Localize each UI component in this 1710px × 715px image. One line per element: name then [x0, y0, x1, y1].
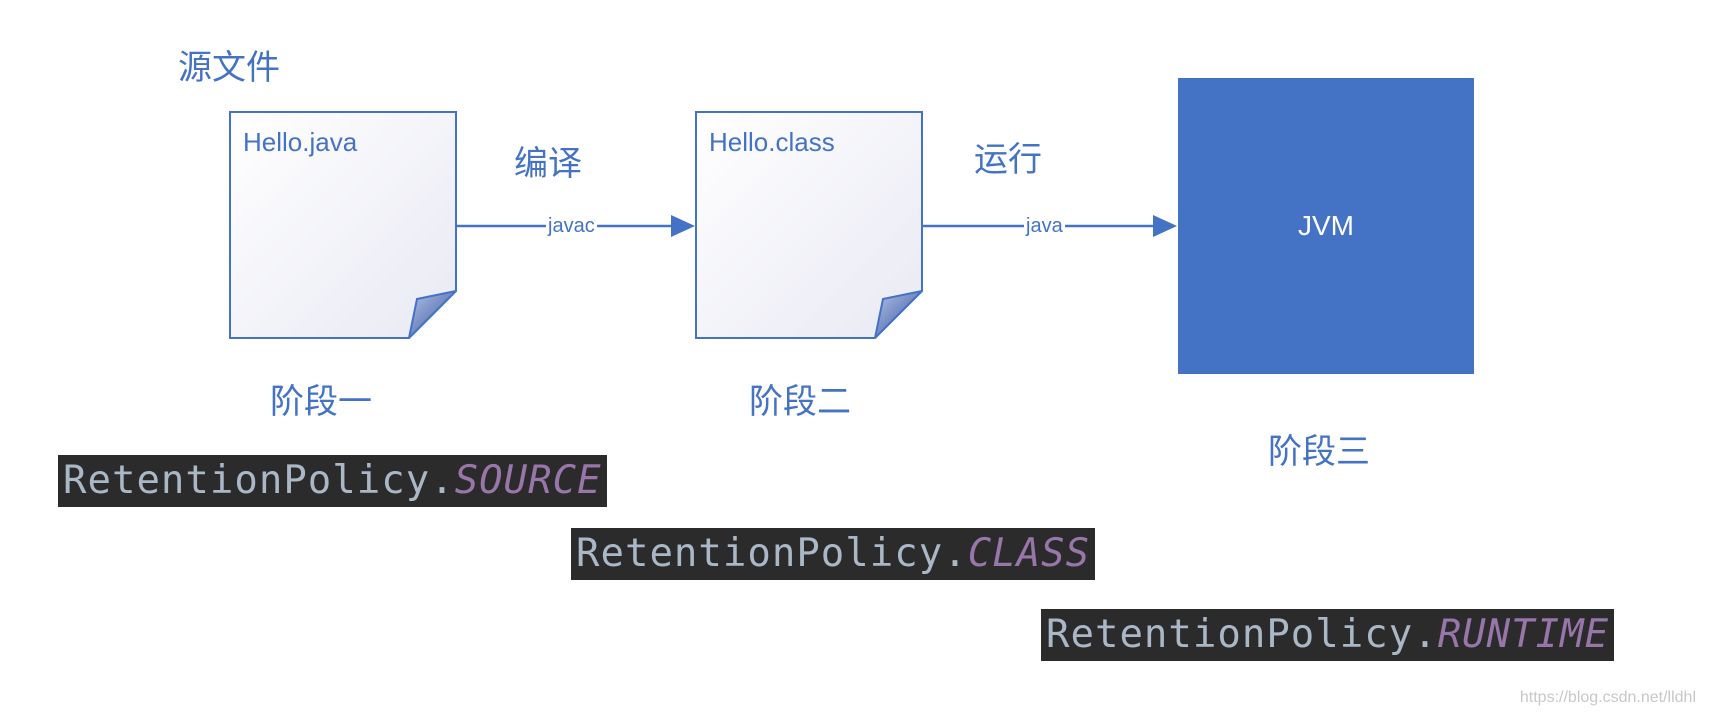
stage-three-label: 阶段三 — [1268, 432, 1370, 472]
jvm-box: JVM — [1178, 78, 1474, 374]
stage-one-label: 阶段一 — [270, 382, 372, 422]
document-icon — [229, 111, 457, 339]
code-class-name: RetentionPolicy. — [576, 531, 968, 576]
run-label: 运行 — [974, 140, 1042, 180]
stage-two-label: 阶段二 — [749, 382, 851, 422]
compile-label: 编译 — [514, 144, 582, 184]
document-name: Hello.java — [243, 127, 358, 157]
document-hello-class: Hello.class — [695, 111, 923, 339]
code-constant: SOURCE — [454, 458, 602, 503]
code-class-name: RetentionPolicy. — [63, 458, 455, 503]
code-class-name: RetentionPolicy. — [1046, 612, 1438, 657]
document-hello-java: Hello.java — [229, 111, 457, 339]
arrow-label-javac: javac — [546, 215, 597, 237]
document-name: Hello.class — [709, 127, 835, 157]
code-retention-source: RetentionPolicy.SOURCE — [58, 455, 607, 507]
source-file-label: 源文件 — [178, 48, 280, 88]
code-retention-class: RetentionPolicy.CLASS — [571, 528, 1096, 580]
jvm-label: JVM — [1298, 210, 1354, 241]
watermark: https://blog.csdn.net/lldhl — [1519, 689, 1696, 706]
arrow-label-java: java — [1024, 215, 1065, 237]
code-constant: CLASS — [967, 531, 1091, 576]
code-retention-runtime: RetentionPolicy.RUNTIME — [1041, 609, 1615, 661]
code-constant: RUNTIME — [1437, 612, 1610, 657]
document-icon — [695, 111, 923, 339]
